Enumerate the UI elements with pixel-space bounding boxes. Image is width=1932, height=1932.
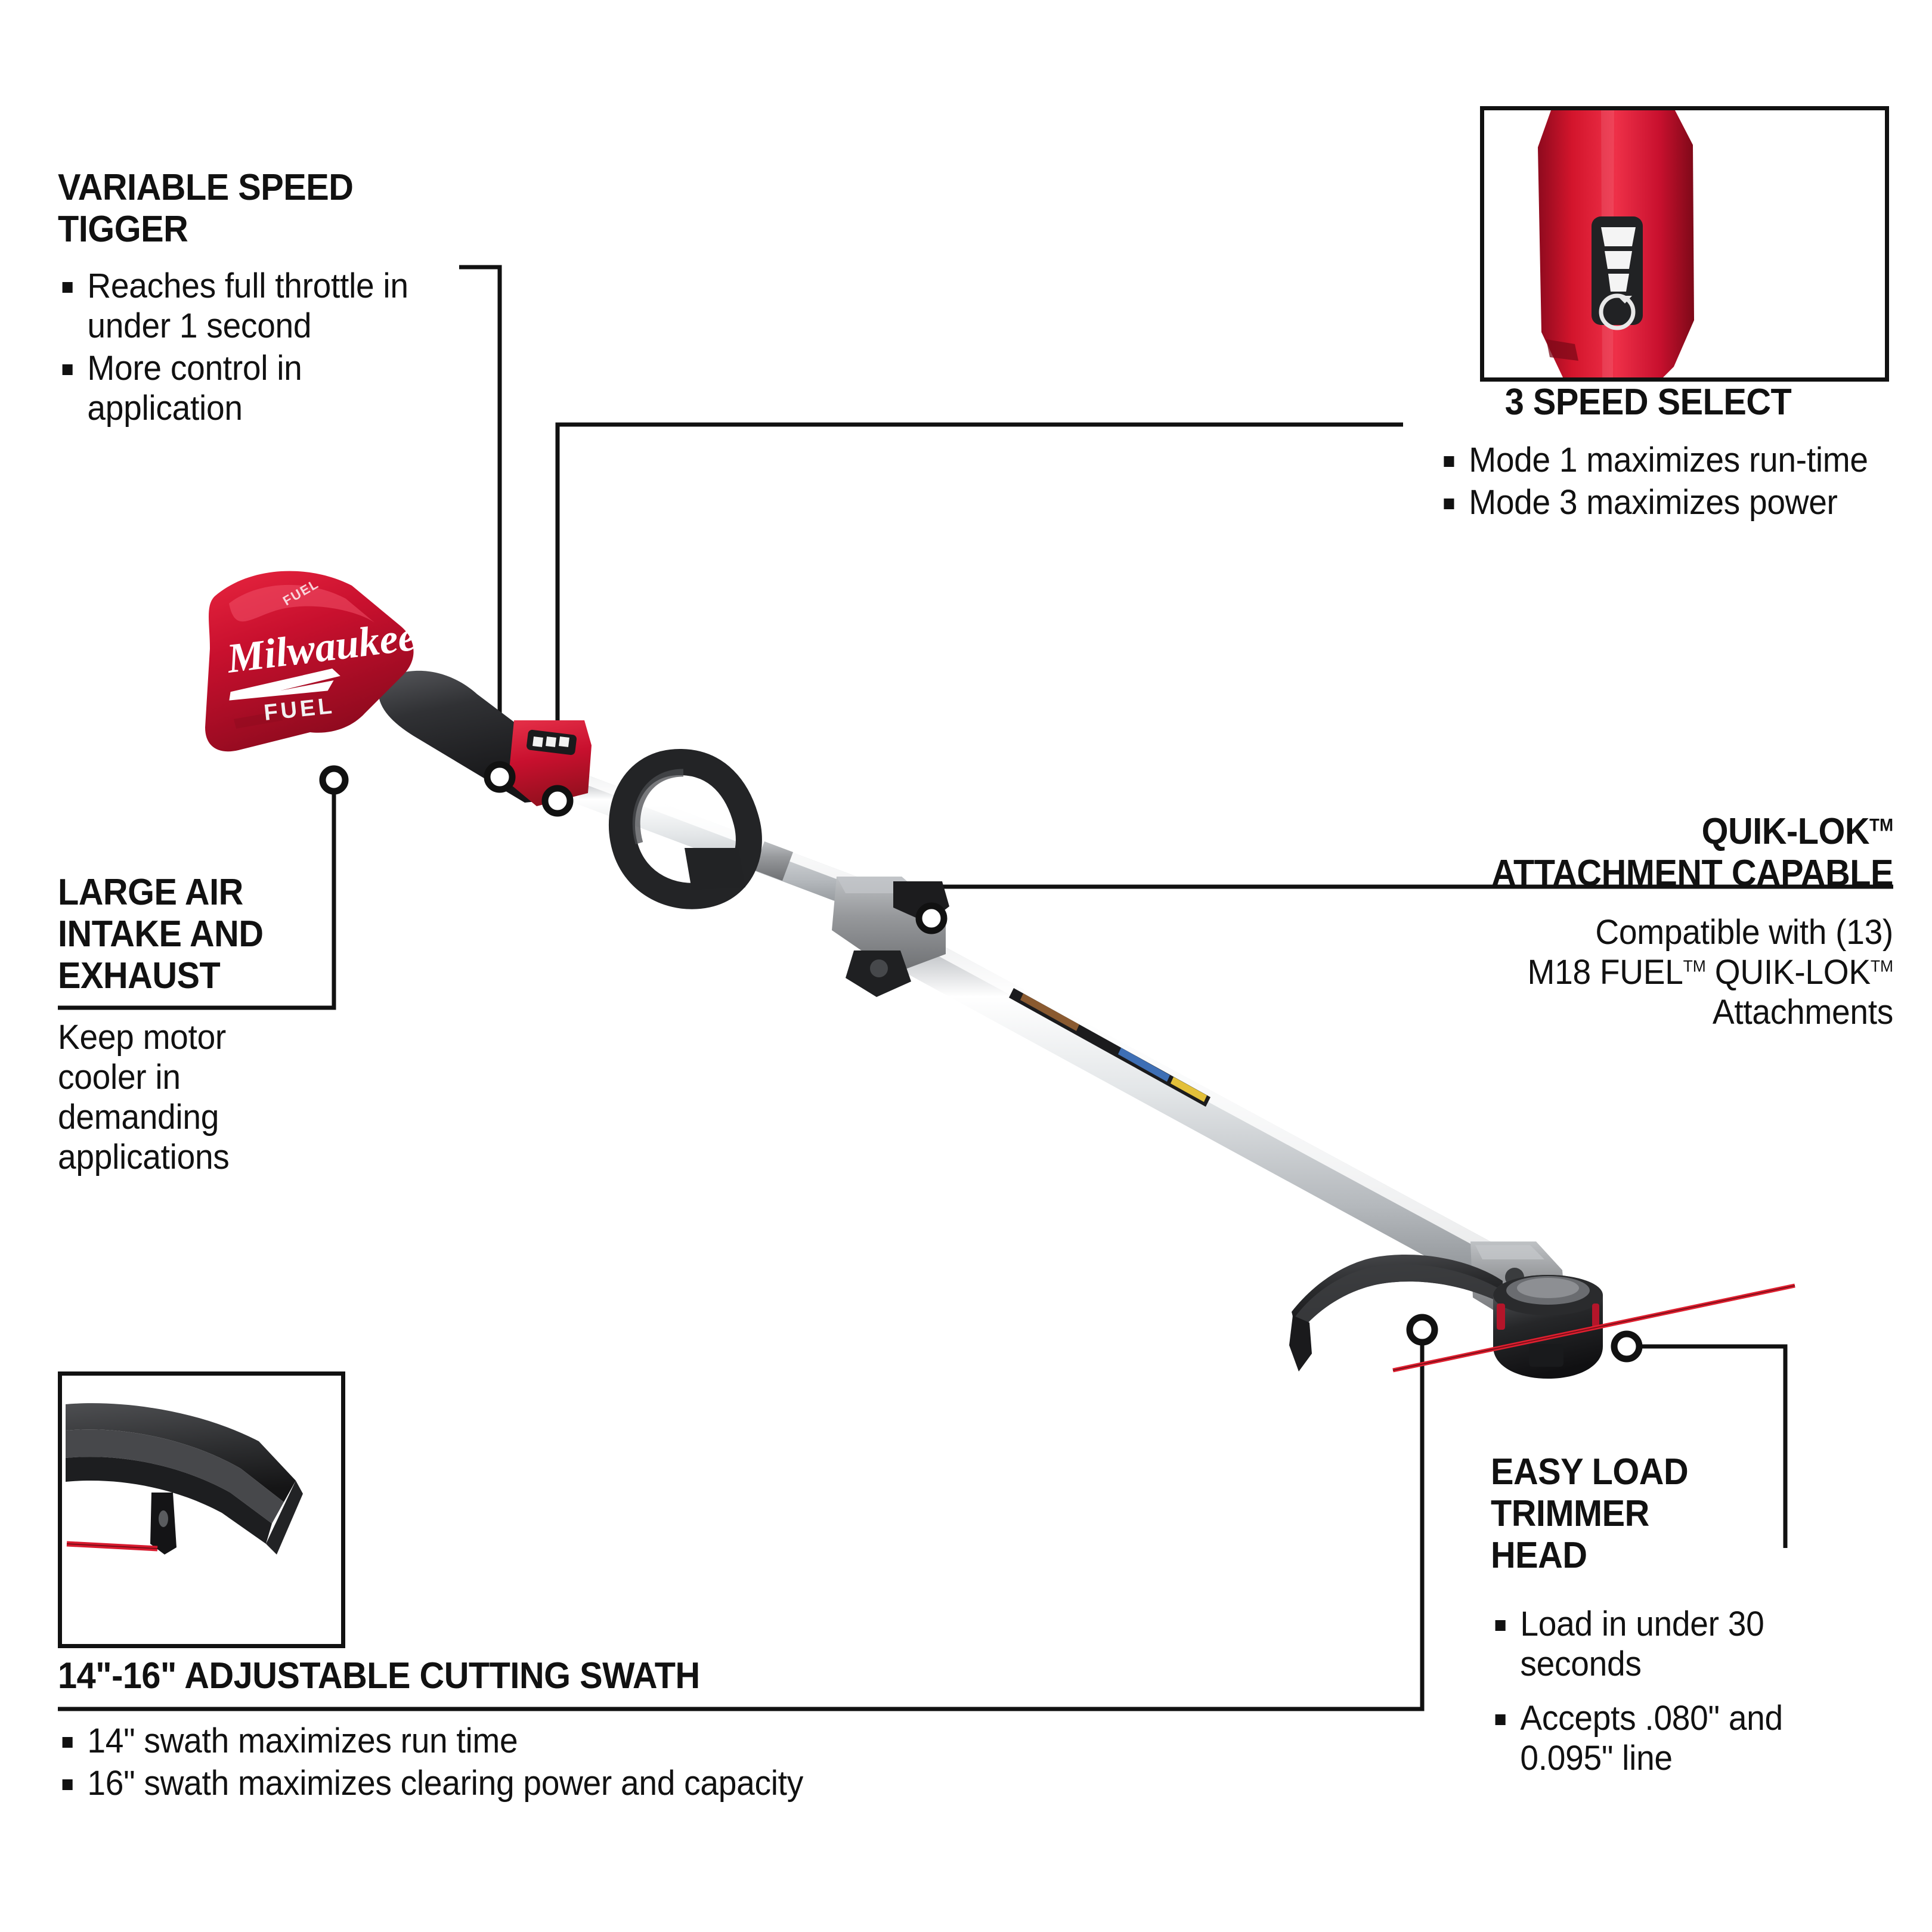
list-item: Mode 3 maximizes power	[1439, 482, 1869, 522]
cutting-swath-inset	[58, 1371, 345, 1648]
marker-quik-lok	[915, 902, 948, 934]
speed-select-inset-art	[1484, 110, 1885, 377]
callout-heading: LARGE AIR INTAKE AND EXHAUST	[58, 872, 264, 996]
list-item: Accepts .080" and 0.095" line	[1491, 1698, 1865, 1778]
callout-3-speed-select: 3 SPEED SELECT Mode 1 maximizes run-time…	[1403, 382, 1893, 525]
marker-large-air-intake	[319, 765, 349, 795]
callout-heading: EASY LOAD TRIMMER HEAD	[1491, 1451, 1689, 1576]
body-line-1: Compatible with (13)	[1595, 913, 1893, 952]
list-item: 16" swath maximizes clearing power and c…	[58, 1763, 908, 1803]
trademark-symbol: TM	[1869, 815, 1893, 835]
callout-bullet-list: Reaches full throttle in under 1 second …	[58, 266, 454, 428]
speed-select-inset	[1480, 106, 1889, 382]
speed-bar-2	[1605, 251, 1632, 269]
quik-lok-text: QUIK-LOK	[1714, 953, 1871, 992]
trimmer-shaft	[577, 775, 1494, 1281]
list-item: 14" swath maximizes run time	[58, 1721, 908, 1761]
speed-select-pad	[527, 729, 577, 756]
callout-heading: QUIK-LOKTM ATTACHMENT CAPABLE	[1339, 811, 1893, 894]
leader-3-speed-select	[555, 422, 1403, 801]
quik-lok-coupler	[832, 877, 949, 997]
list-item: Mode 1 maximizes run-time	[1439, 440, 1869, 480]
speed-bar-1	[1608, 274, 1629, 292]
callout-large-air-intake-exhaust: LARGE AIR INTAKE AND EXHAUST Keep motor …	[58, 872, 368, 1177]
marker-3-speed-select	[541, 785, 574, 817]
guard-texture-band	[66, 1429, 284, 1524]
leader-end-markers	[319, 761, 1643, 1363]
callout-easy-load-trimmer-head: EASY LOAD TRIMMER HEAD Load in under 30 …	[1491, 1451, 1884, 1781]
callout-variable-speed-trigger: VARIABLE SPEED TIGGER Reaches full throt…	[58, 167, 475, 431]
trademark-symbol: TM	[1683, 956, 1706, 976]
marker-easy-load	[1611, 1330, 1643, 1363]
body-line-3: Attachments	[1712, 993, 1893, 1032]
leader-cutting-swath	[58, 1330, 1425, 1711]
heading-line-2: ATTACHMENT CAPABLE	[1491, 853, 1893, 894]
spool-housing	[1493, 1275, 1603, 1379]
callout-bullet-list: Mode 1 maximizes run-time Mode 3 maximiz…	[1439, 440, 1869, 522]
callout-heading: 14"-16" ADJUSTABLE CUTTING SWATH	[58, 1655, 700, 1696]
callout-adjustable-cutting-swath: 14"-16" ADJUSTABLE CUTTING SWATH 14" swa…	[58, 1655, 952, 1806]
callout-heading: 3 SPEED SELECT	[1504, 382, 1792, 423]
speed-bar-3	[1601, 227, 1636, 246]
body-line-2: M18 FUELTM QUIK-LOKTM	[1327, 952, 1893, 992]
leader-variable-speed-trigger	[459, 265, 502, 777]
loop-handle	[608, 749, 762, 909]
heading-line-1: QUIK-LOK	[1701, 811, 1870, 852]
marker-variable-speed-trigger	[484, 761, 516, 793]
list-item: Reaches full throttle in under 1 second	[58, 266, 454, 346]
guard-lower-lip	[66, 1457, 272, 1544]
callout-bullet-list: Load in under 30 seconds Accepts .080" a…	[1491, 1604, 1865, 1778]
list-item: More control in application	[58, 348, 454, 428]
list-item: Load in under 30 seconds	[1491, 1604, 1865, 1684]
trimmer-head-assembly	[1289, 1241, 1795, 1379]
m18-fuel-text: M18 FUEL	[1527, 953, 1683, 992]
leader-large-air-intake	[58, 780, 336, 1010]
callout-body-text: Keep motor cooler in demanding applicati…	[58, 1018, 230, 1176]
callout-heading: VARIABLE SPEED TIGGER	[58, 167, 354, 250]
cutting-swath-inset-art	[62, 1376, 341, 1644]
guard-upper-face	[66, 1403, 296, 1502]
marker-cutting-swath	[1406, 1314, 1438, 1346]
line-cutter-blade	[1289, 1315, 1312, 1371]
callout-bullet-list: 14" swath maximizes run time 16" swath m…	[58, 1721, 908, 1803]
motor-head-assembly: Milwaukee FUEL FUEL	[205, 571, 592, 806]
leader-easy-load	[1627, 1344, 1788, 1548]
mode-cycle-button	[1599, 293, 1636, 330]
trademark-symbol: TM	[1870, 956, 1893, 976]
